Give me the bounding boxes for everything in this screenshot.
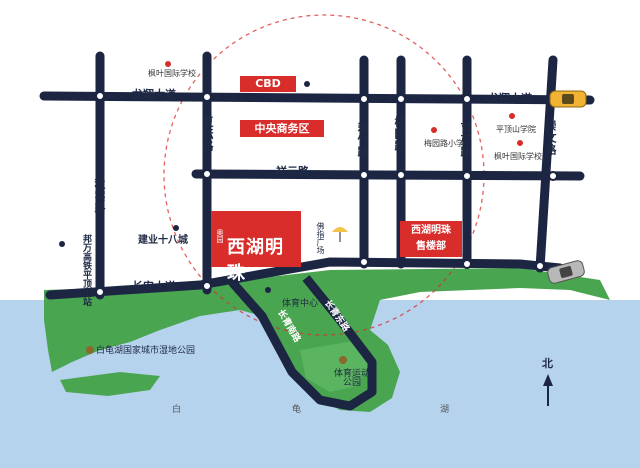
road-label-cuizhu: 翠竹路 bbox=[356, 122, 369, 158]
road-label-yuying: 育英路 bbox=[459, 122, 472, 158]
compass-north-label: 北 bbox=[542, 357, 553, 370]
poi-dot bbox=[304, 81, 310, 87]
poi-dot bbox=[59, 241, 65, 247]
node bbox=[548, 171, 558, 181]
node bbox=[359, 257, 369, 267]
poi-meiyuan-school: 梅园路小学 bbox=[424, 139, 464, 148]
node bbox=[95, 287, 105, 297]
wetland-park-label: 白龟湖国家城市湿地公园 bbox=[96, 346, 196, 356]
road-sports-ring bbox=[228, 275, 377, 411]
project-name: 西湖明珠 bbox=[227, 237, 284, 284]
water-char-2: 龟 bbox=[292, 405, 302, 415]
road-label-chongwen: 崇文路 bbox=[544, 120, 557, 156]
node bbox=[359, 94, 369, 104]
umbrella-icon bbox=[332, 227, 348, 242]
node bbox=[535, 261, 545, 271]
school-marker bbox=[431, 127, 437, 133]
poi-pingdingshan-univ: 平顶山学院 bbox=[496, 125, 536, 134]
cbd-badge: CBD bbox=[240, 76, 296, 92]
sports-park-label: 体育运动公园 bbox=[333, 369, 370, 388]
island bbox=[300, 340, 372, 392]
road-longxiang bbox=[39, 91, 595, 105]
node bbox=[202, 92, 212, 102]
car-icon bbox=[547, 260, 585, 284]
school-marker bbox=[509, 113, 515, 119]
central-business-badge: 中央商务区 bbox=[240, 120, 324, 137]
road-label-longxiang-left: 龙翔大道 bbox=[132, 88, 176, 101]
road-label-meiyuan: 梅园路 bbox=[393, 116, 406, 152]
road-xiangyun bbox=[191, 169, 585, 181]
sales-office-line1: 西湖明珠 bbox=[411, 225, 451, 236]
sales-office-line2: 售楼部 bbox=[416, 241, 446, 252]
road-label-xiangyun: 祥云路 bbox=[276, 165, 309, 178]
road-changan bbox=[45, 257, 565, 300]
node bbox=[462, 171, 472, 181]
road-label-changan: 长安大道 bbox=[132, 280, 176, 293]
school-marker bbox=[165, 61, 171, 67]
road-label-qiushi: 秋实路 bbox=[93, 178, 106, 214]
road-chongwen bbox=[535, 55, 558, 273]
school-marker bbox=[517, 140, 523, 146]
node bbox=[396, 94, 406, 104]
poi-dot bbox=[173, 225, 179, 231]
project-brand: 奥园 bbox=[216, 229, 224, 243]
poi-dot bbox=[265, 287, 271, 293]
node bbox=[202, 169, 212, 179]
water-char-1: 白 bbox=[172, 405, 182, 415]
poi-fengye-right: 枫叶国际学校 bbox=[494, 152, 542, 161]
compass-icon bbox=[543, 374, 553, 406]
project-badge: 奥园 西湖明珠 bbox=[211, 211, 301, 284]
sales-office-badge: 西湖明珠 售楼部 bbox=[400, 221, 462, 257]
car-icon bbox=[549, 90, 587, 108]
poi-fengye-top: 枫叶国际学校 bbox=[148, 69, 196, 78]
sports-center-label: 体育中心 bbox=[282, 299, 319, 309]
metro-label: 邦万高铁平顶山站 bbox=[81, 234, 91, 306]
node bbox=[462, 94, 472, 104]
jianye-label: 建业十八城 bbox=[138, 235, 188, 246]
node bbox=[95, 91, 105, 101]
green-land bbox=[44, 268, 610, 412]
island bbox=[60, 372, 160, 396]
tree-icon bbox=[86, 346, 347, 364]
road-label-xiaxun: 夏耘路 bbox=[201, 116, 214, 152]
node bbox=[462, 259, 472, 269]
fozhi-label: 佛指广场 bbox=[316, 222, 325, 254]
node bbox=[396, 170, 406, 180]
node bbox=[202, 281, 212, 291]
node bbox=[359, 170, 369, 180]
water-char-3: 湖 bbox=[440, 405, 450, 415]
road-label-longxiang-right: 龙翔大道 bbox=[488, 92, 532, 105]
